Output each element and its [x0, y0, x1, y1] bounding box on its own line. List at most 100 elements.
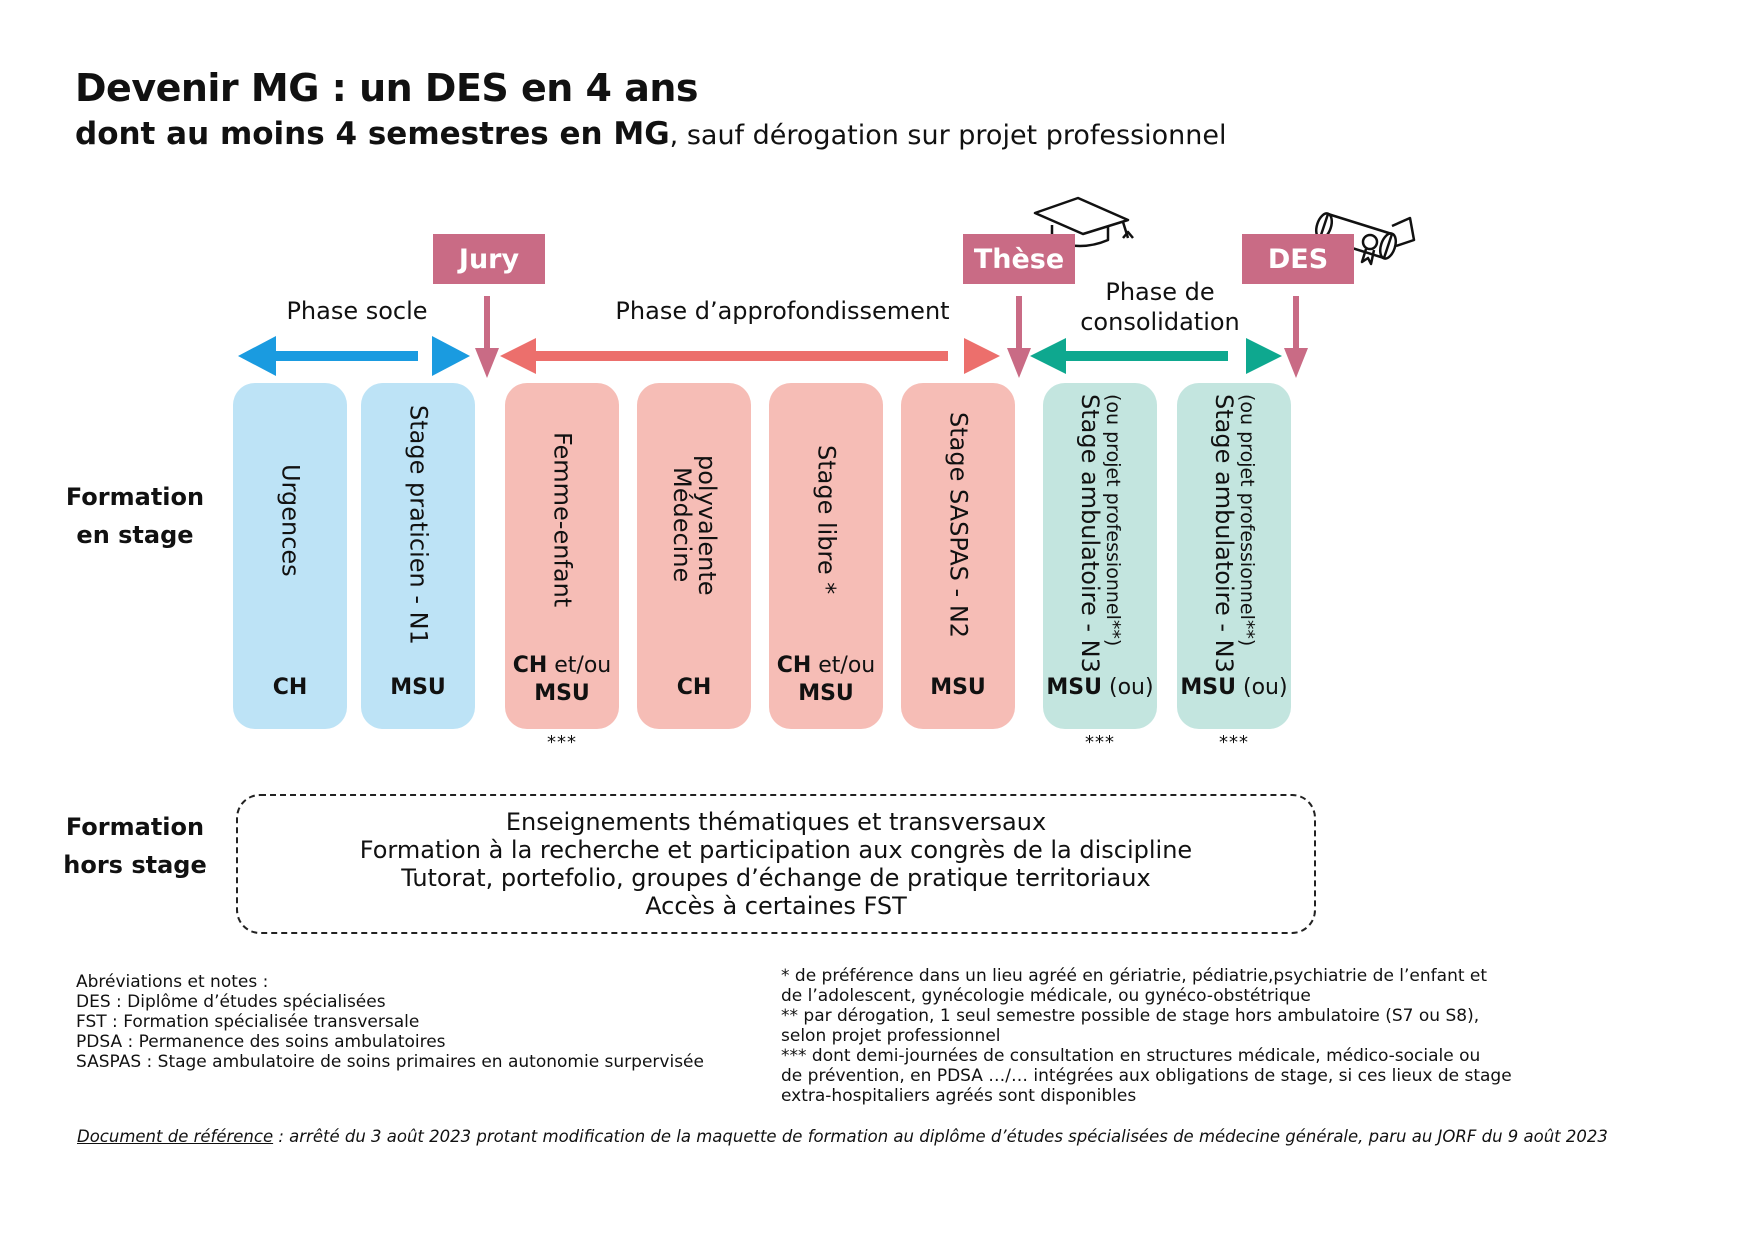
stage-site-medecine-polyvalente: CH	[637, 674, 751, 702]
stage-label-stage-libre: Stage libre *	[812, 445, 841, 595]
subtitle-bold: dont au moins 4 semestres en MG	[75, 116, 670, 152]
stage-label-wrap-7: Stage ambulatoire - N3 (ou projet profes…	[1043, 394, 1157, 673]
abbreviations-heading: Abréviations et notes :	[76, 972, 269, 992]
site-bold: MSU	[390, 675, 446, 700]
stage-label-urgences: Urgences	[276, 463, 305, 577]
site-normal: et/ou	[811, 653, 876, 678]
hors-stage-line: Tutorat, portefolio, groupes d’échange d…	[401, 864, 1151, 892]
jury-down-arrow	[475, 296, 499, 378]
stage-label-wrap-1: Urgences	[233, 400, 347, 640]
hors-stage-box: Enseignements thématiques et transversau…	[236, 794, 1316, 934]
footnote-line: extra-hospitaliers agréés sont disponibl…	[781, 1086, 1137, 1106]
phase-consolidation-line1: Phase de	[1105, 278, 1215, 306]
site-bold: CH	[676, 675, 712, 700]
diploma-scroll-icon	[1314, 212, 1416, 266]
footnote-line: de prévention, en PDSA …/… intégrées aux…	[781, 1066, 1512, 1086]
stage-site-femme-enfant: CH et/ou MSU	[500, 652, 624, 708]
hors-stage-line: Enseignements thématiques et transversau…	[505, 808, 1047, 836]
hors-stage-line: Formation à la recherche et participatio…	[359, 836, 1193, 864]
site-bold: MSU	[930, 675, 986, 700]
stage-label-praticien-n1: Stage praticien - N1	[404, 405, 433, 645]
stage-site-ambulatoire-n3-b: MSU (ou)	[1172, 674, 1296, 702]
abbreviation-item: PDSA : Permanence des soins ambulatoires	[76, 1032, 446, 1052]
row-label-stage: Formation en stage	[60, 478, 210, 554]
stage-note-ambulatoire-n3-b: ***	[1219, 732, 1249, 753]
site-bold: MSU	[1046, 675, 1103, 700]
site-bold: CH	[776, 653, 812, 678]
stage-card-praticien-n1	[361, 383, 475, 729]
stage-label-femme-enfant: Femme-enfant	[548, 432, 577, 608]
footnotes-block: * de préférence dans un lieu agréé en gé…	[781, 966, 1512, 1106]
stage-note-femme-enfant: ***	[547, 732, 577, 753]
reference-note: Document de référence : arrêté du 3 août…	[77, 1127, 1608, 1146]
stage-label-wrap-8: Stage ambulatoire - N3 (ou projet profes…	[1177, 394, 1291, 673]
footnote-line: de l’adolescent, gynécologie médicale, o…	[781, 986, 1311, 1006]
footnote-line: selon projet professionnel	[781, 1026, 1001, 1046]
page-subtitle: dont au moins 4 semestres en MG, sauf dé…	[75, 116, 1227, 152]
stage-label-medecine-line1: Médecine	[668, 467, 696, 583]
phase-approfondissement-label: Phase d’approfondissement	[615, 297, 950, 325]
abbreviation-item: FST : Formation spécialisée transversale	[76, 1012, 420, 1032]
site-normal: (ou)	[1236, 675, 1288, 700]
stage-label-saspas-n2: Stage SASPAS - N2	[944, 411, 973, 639]
stage-card-saspas-n2	[901, 383, 1015, 729]
milestone-jury: Jury	[433, 234, 545, 284]
stage-card-ambulatoire-n3-a	[1043, 383, 1157, 729]
stage-label-medecine-line2: polyvalente	[693, 454, 722, 596]
reference-label: Document de référence	[77, 1127, 274, 1146]
stage-site-saspas-n2: MSU	[901, 674, 1015, 702]
phase-consolidation-line2: consolidation	[1080, 308, 1240, 336]
stage-label-wrap-5: Stage libre *	[769, 400, 883, 640]
stage-site-urgences: CH	[233, 674, 347, 702]
phase-socle-label: Phase socle	[286, 297, 428, 325]
stage-site-stage-libre: CH et/ou MSU	[764, 652, 888, 708]
site-bold2: MSU	[798, 681, 854, 706]
stage-card-stage-libre	[769, 383, 883, 729]
row-label-stage-line1: Formation	[65, 483, 205, 511]
arrow-phase-approfondissement	[500, 338, 1000, 374]
phase-arrows	[238, 196, 1416, 378]
site-bold: MSU	[1180, 675, 1237, 700]
stage-card-medecine-polyvalente	[637, 383, 751, 729]
stage-sublabel-ambulatoire-n3-a: (ou projet professionnel**)	[1102, 394, 1125, 647]
row-label-hors-stage: Formation hors stage	[60, 808, 210, 884]
row-label-stage-line2: en stage	[76, 521, 194, 549]
stage-label-wrap-6: Stage SASPAS - N2	[901, 400, 1015, 650]
milestone-these: Thèse	[963, 234, 1075, 284]
stage-label-ambulatoire-n3-b: Stage ambulatoire - N3	[1210, 394, 1239, 673]
abbreviation-item: SASPAS : Stage ambulatoire de soins prim…	[76, 1052, 704, 1072]
footnote-line: ** par dérogation, 1 seul semestre possi…	[781, 1006, 1480, 1026]
abbreviations-block: Abréviations et notes : DES : Diplôme d’…	[76, 972, 704, 1072]
row-label-hors-line1: Formation	[65, 813, 205, 841]
milestone-des: DES	[1242, 234, 1354, 284]
stage-card-urgences	[233, 383, 347, 729]
hors-stage-line: Accès à certaines FST	[645, 892, 907, 920]
arrow-phase-socle	[238, 336, 470, 376]
these-down-arrow	[1007, 296, 1031, 378]
graduation-cap-icon	[1033, 196, 1134, 248]
stage-card-femme-enfant	[505, 383, 619, 729]
stage-label-ambulatoire-n3-a: Stage ambulatoire - N3	[1076, 394, 1105, 673]
abbreviation-item: DES : Diplôme d’études spécialisées	[76, 992, 386, 1012]
row-label-hors-line2: hors stage	[63, 851, 207, 879]
stage-site-ambulatoire-n3-a: MSU (ou)	[1038, 674, 1162, 702]
stage-note-ambulatoire-n3-a: ***	[1085, 732, 1115, 753]
stage-sublabel-ambulatoire-n3-b: (ou projet professionnel**)	[1236, 394, 1259, 647]
footnote-line: *** dont demi-journées de consultation e…	[781, 1046, 1481, 1066]
page-title: Devenir MG : un DES en 4 ans	[75, 66, 699, 110]
arrow-phase-consolidation	[1030, 338, 1282, 374]
stage-site-praticien-n1: MSU	[361, 674, 475, 702]
stage-card-ambulatoire-n3-b	[1177, 383, 1291, 729]
subtitle-rest: , sauf dérogation sur projet professionn…	[669, 120, 1227, 151]
site-bold2: MSU	[534, 681, 590, 706]
des-down-arrow	[1284, 296, 1308, 378]
stage-label-wrap-2: Stage praticien - N1	[361, 400, 475, 650]
reference-text: : arrêté du 3 août 2023 protant modifica…	[273, 1127, 1608, 1146]
stage-label-wrap-3: Femme-enfant	[505, 400, 619, 640]
site-bold: CH	[272, 675, 308, 700]
footnote-line: * de préférence dans un lieu agréé en gé…	[781, 966, 1488, 986]
site-normal: et/ou	[547, 653, 612, 678]
site-bold: CH	[512, 653, 548, 678]
site-normal: (ou)	[1102, 675, 1154, 700]
stage-label-wrap-4: Médecine polyvalente	[637, 400, 751, 650]
